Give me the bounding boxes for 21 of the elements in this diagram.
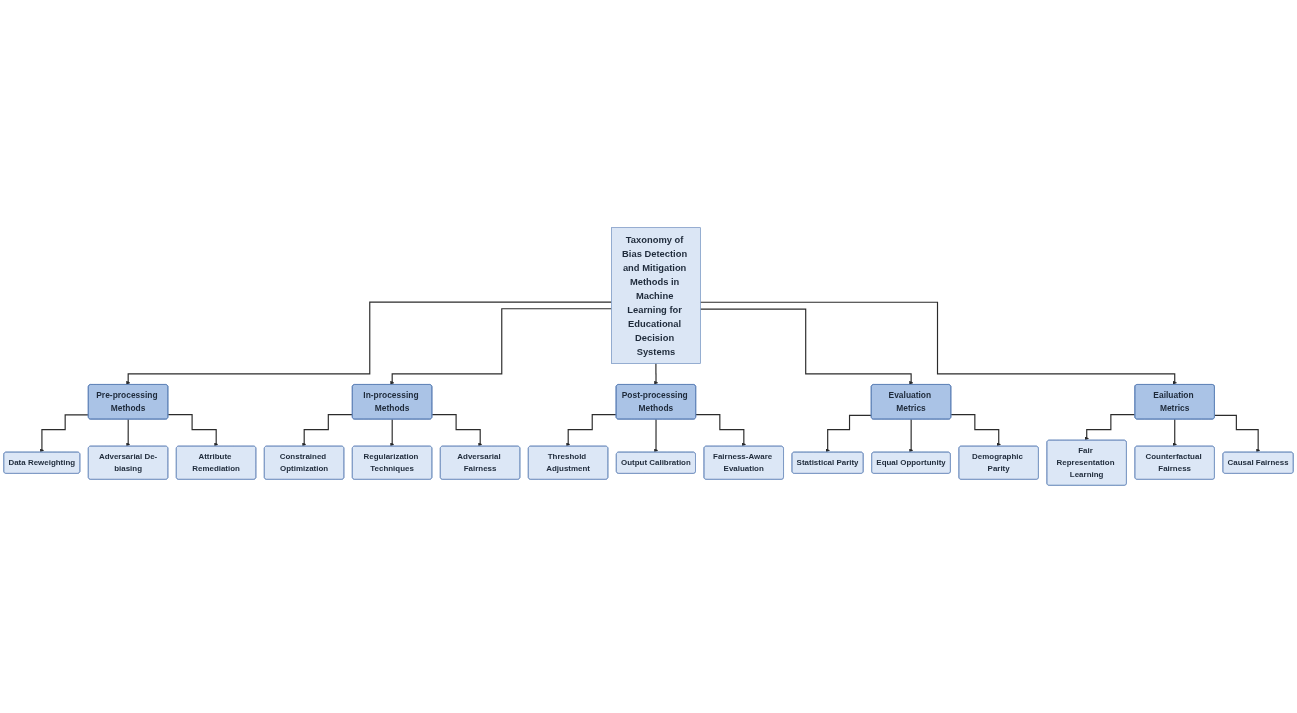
arrow xyxy=(1084,414,1136,441)
arrow xyxy=(126,301,613,385)
arrow xyxy=(950,414,1001,447)
arrow xyxy=(695,414,746,447)
arrow xyxy=(39,414,90,453)
arrow xyxy=(431,414,483,447)
arrow xyxy=(302,414,354,447)
arrow xyxy=(699,301,1177,385)
node-box: Taxonomy of Bias Detection and Mitigation Methods in Machine Learning for Educational Decision Systems xyxy=(611,227,701,364)
arrow xyxy=(1214,414,1261,453)
arrow xyxy=(167,414,219,447)
arrow xyxy=(1172,418,1177,447)
arrow xyxy=(909,418,914,453)
arrow xyxy=(699,308,914,385)
arrow xyxy=(825,414,873,453)
arrow xyxy=(390,308,613,385)
arrow xyxy=(654,418,659,453)
arrow xyxy=(390,418,395,447)
arrow xyxy=(654,362,659,385)
arrow xyxy=(566,414,617,447)
arrow xyxy=(126,418,131,447)
